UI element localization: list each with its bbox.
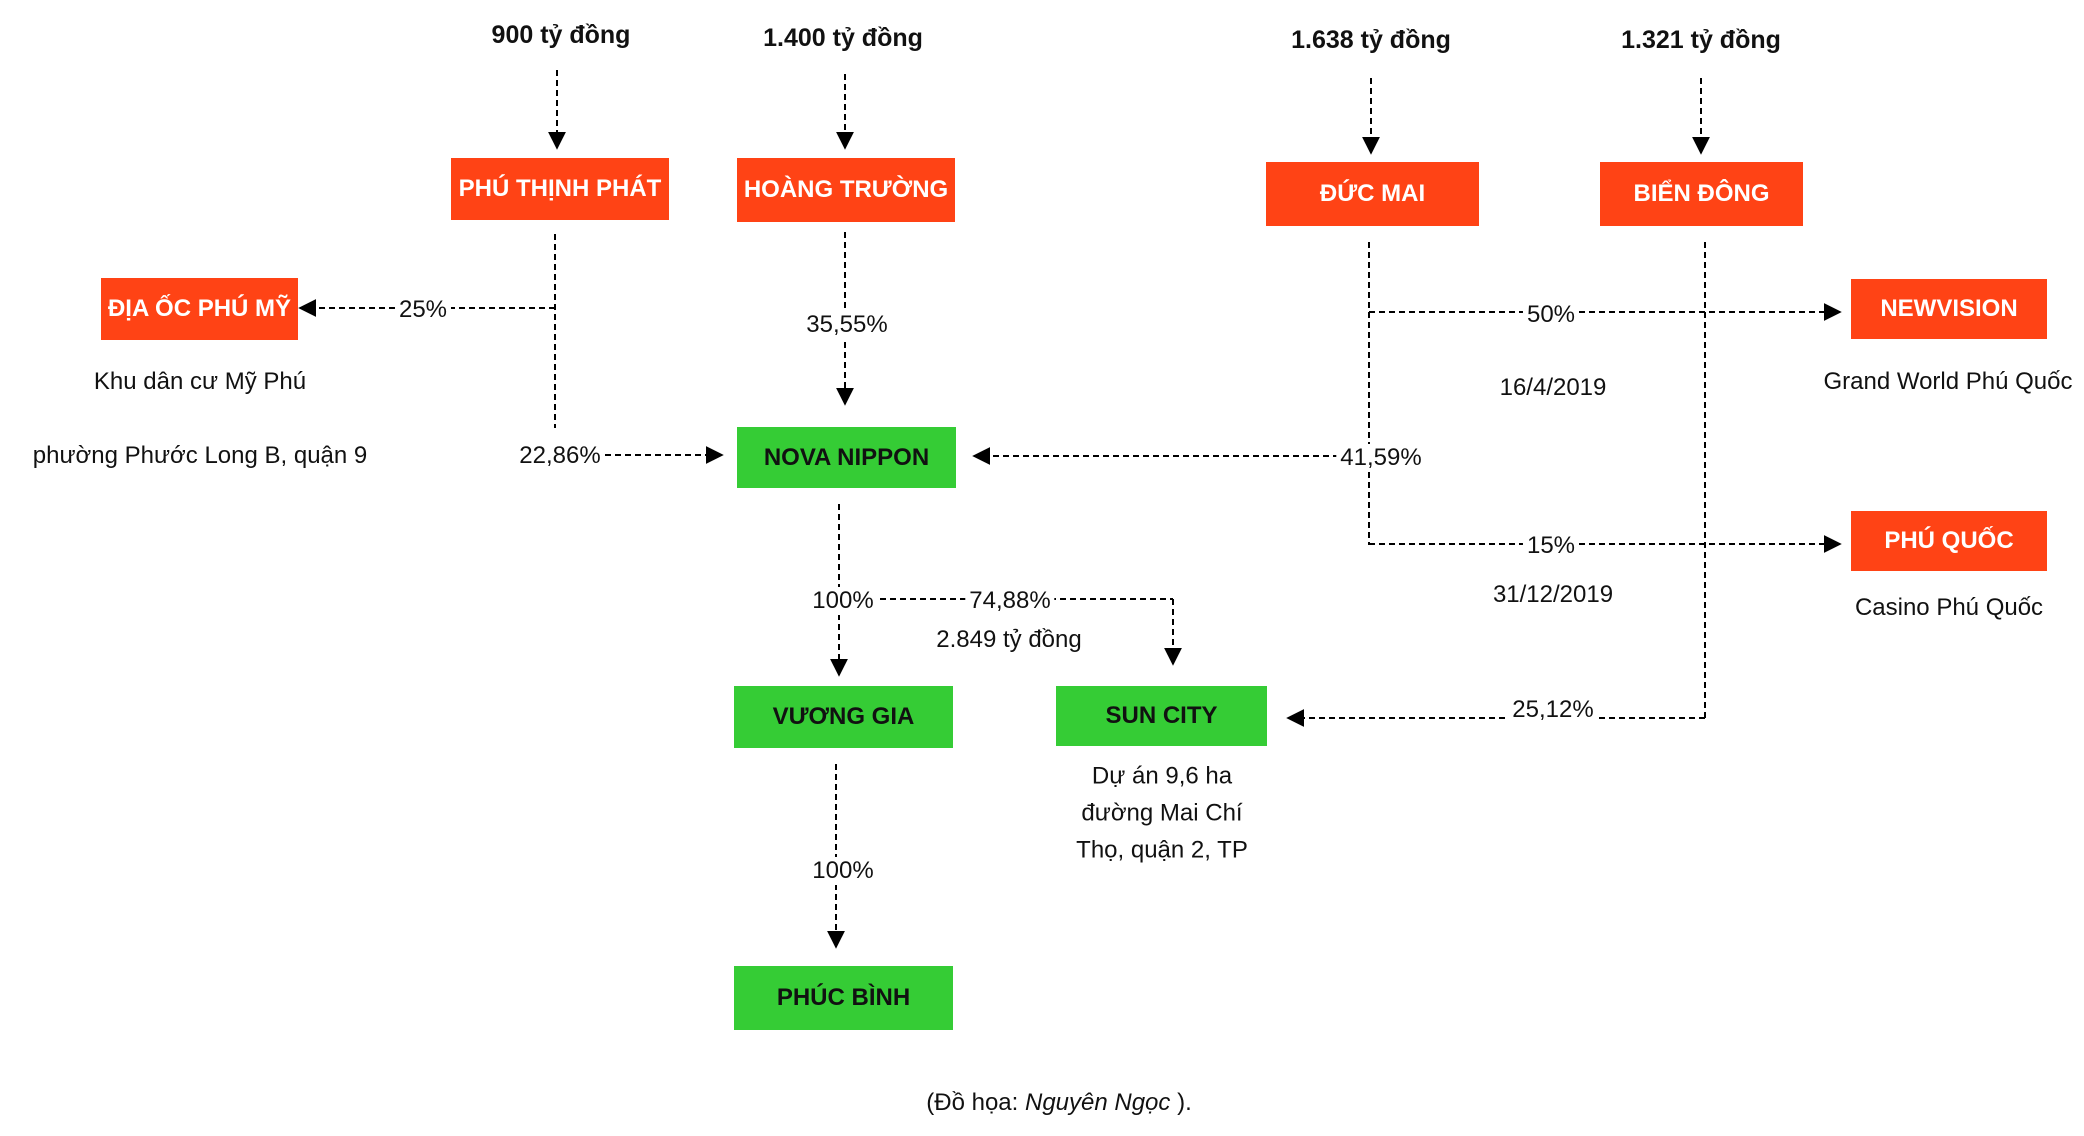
- phu-quoc-box: PHÚ QUỐC: [1851, 511, 2047, 571]
- nova-to-vuonggia-pct: 100%: [808, 587, 878, 615]
- sun-city-note-line3: Thọ, quận 2, TP: [1072, 831, 1252, 869]
- dia-oc-note-line2: phường Phước Long B, quận 9: [28, 442, 372, 470]
- ducmai-to-nova-pct: 41,59%: [1336, 444, 1426, 472]
- phu-quoc-note: Casino Phú Quốc: [1850, 594, 2048, 622]
- bien-dong-capital: 1.321 tỷ đồng: [1621, 26, 1781, 54]
- duc-mai-capital: 1.638 tỷ đồng: [1291, 26, 1451, 54]
- dia-oc-note-line1: Khu dân cư Mỹ Phú: [89, 368, 311, 396]
- credit-prefix: (Đồ họa:: [926, 1089, 1025, 1116]
- credit-author: Nguyên Ngọc: [1024, 1089, 1171, 1116]
- dia-oc-phu-my-box: ĐỊA ỐC PHÚ MỸ: [101, 278, 298, 340]
- ducmai-to-newvision-pct: 50%: [1522, 301, 1580, 329]
- newvision-box: NEWVISION: [1851, 279, 2047, 339]
- ducmai-to-phuquoc-pct: 15%: [1522, 532, 1580, 560]
- bien-to-suncity-pct: 25,12%: [1508, 696, 1598, 724]
- hoang-to-nova-pct: 35,55%: [802, 311, 892, 339]
- sun-city-box: SUN CITY: [1056, 686, 1267, 746]
- ducmai-to-newvision-date: 16/4/2019: [1495, 374, 1611, 402]
- ducmai-to-phuquoc-date: 31/12/2019: [1488, 581, 1618, 609]
- nova-to-suncity-amount: 2.849 tỷ đồng: [932, 626, 1086, 654]
- sun-city-note-line2: đường Mai Chí: [1077, 794, 1247, 832]
- vuonggia-to-phucbinh-pct: 100%: [808, 857, 878, 885]
- graphic-credit: (Đồ họa: Nguyên Ngọc ).: [922, 1089, 1196, 1117]
- nova-nippon-box: NOVA NIPPON: [737, 427, 956, 488]
- phu-thinh-phat-capital: 900 tỷ đồng: [491, 21, 631, 49]
- ptp-to-diaoc-pct: 25%: [394, 296, 452, 324]
- phu-thinh-phat-box: PHÚ THỊNH PHÁT: [451, 158, 669, 220]
- credit-suffix: ).: [1170, 1089, 1192, 1116]
- nova-to-suncity-pct: 74,88%: [965, 587, 1055, 615]
- duc-mai-box: ĐỨC MAI: [1266, 162, 1479, 226]
- phuc-binh-box: PHÚC BÌNH: [734, 966, 953, 1030]
- hoang-truong-capital: 1.400 tỷ đồng: [763, 24, 923, 52]
- sun-city-note-line1: Dự án 9,6 ha: [1087, 757, 1237, 795]
- bien-dong-box: BIỂN ĐÔNG: [1600, 162, 1803, 226]
- newvision-note: Grand World Phú Quốc: [1819, 368, 2077, 396]
- ptp-to-nova-pct: 22,86%: [515, 442, 605, 470]
- vuong-gia-box: VƯƠNG GIA: [734, 686, 953, 748]
- hoang-truong-box: HOÀNG TRƯỜNG: [737, 158, 955, 222]
